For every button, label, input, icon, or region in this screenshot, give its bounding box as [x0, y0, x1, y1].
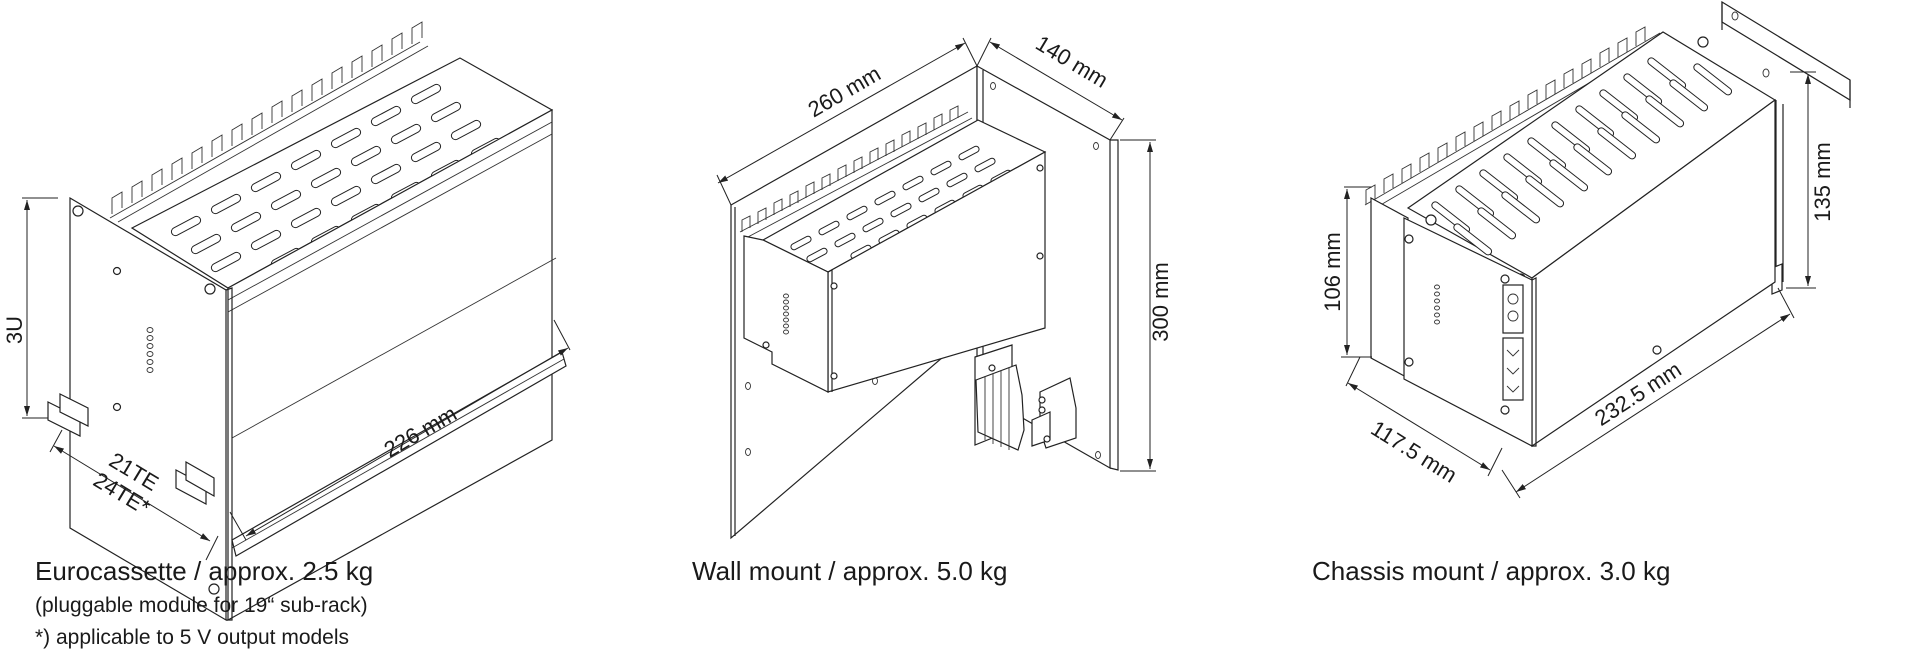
psu-front	[743, 235, 829, 393]
chassis-mount-drawing: 106 mm 135 mm 117.5 mm 232.5 mm	[1320, 0, 1851, 499]
terminal-block	[974, 344, 1077, 451]
dimension-label-140: 140 mm	[1031, 30, 1112, 92]
dimension-300: 300 mm	[1120, 139, 1173, 472]
wall-mount-drawing: 260 mm 140 mm 300 mm	[716, 30, 1173, 540]
eurocassette-drawing: 3U 21TE 24TE* 226 mm	[2, 21, 571, 622]
led-indicators	[1434, 284, 1440, 325]
output-connector	[1502, 284, 1524, 334]
dimension-label-260: 260 mm	[804, 61, 885, 122]
dimension-label-height: 3U	[2, 316, 27, 344]
front-panel-screws	[72, 205, 220, 595]
dimension-135: 135 mm	[1786, 71, 1835, 289]
eurocassette-note-5v: *) applicable to 5 V output models	[35, 626, 350, 649]
heatsink-fins	[109, 21, 429, 223]
dimension-label-106: 106 mm	[1320, 232, 1345, 311]
dimension-106: 106 mm	[1320, 186, 1372, 358]
led-indicators	[783, 293, 789, 335]
eurocassette-caption: Eurocassette / approx. 2.5 kg	[35, 556, 374, 586]
wall-mount-caption: Wall mount / approx. 5.0 kg	[692, 556, 1008, 586]
chassis-mount-caption: Chassis mount / approx. 3.0 kg	[1312, 556, 1671, 586]
dimension-label-117: 117.5 mm	[1367, 416, 1462, 488]
heatsink-fins	[1365, 26, 1646, 204]
dimension-label-300: 300 mm	[1148, 262, 1173, 341]
psu-screws	[762, 164, 1044, 380]
input-connector	[1502, 337, 1524, 401]
dimension-3u: 3U	[2, 197, 58, 419]
dimension-label-135: 135 mm	[1810, 142, 1835, 221]
led-indicators	[146, 327, 154, 373]
ventilation-slots	[1431, 57, 1733, 256]
heatsink-side	[1370, 196, 1409, 380]
eurocassette-note-rack: (pluggable module for 19“ sub-rack)	[35, 594, 368, 617]
